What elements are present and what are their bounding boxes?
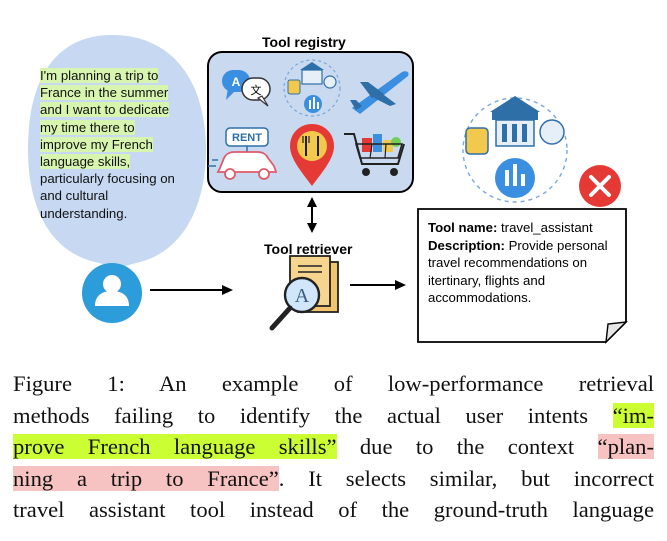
tool-name-label: Tool name:: [428, 220, 498, 235]
query-line: understanding.: [40, 205, 128, 221]
car-rental-icon: RENT: [208, 127, 278, 180]
caption-line: Figure 1: An example of low-performance …: [13, 371, 654, 396]
query-line: my time there to: [40, 119, 135, 135]
query-line: and I want to dedicate: [40, 102, 170, 118]
caption-line: prove French language skills” due to the…: [13, 431, 654, 463]
result-card-text: Tool name: travel_assistant Description:…: [428, 219, 618, 307]
description-value: Provide personal travel recommendations …: [428, 237, 608, 306]
restaurant-pin-icon: [290, 124, 334, 186]
caption-text: methods failing to identify the actual u…: [13, 402, 613, 428]
arrow-to-retriever: [150, 285, 233, 295]
svg-text:文: 文: [251, 83, 262, 97]
shopping-cart-icon: [344, 133, 405, 176]
description-label: Description:: [428, 237, 505, 253]
caption-line: methods failing to identify the actual u…: [13, 400, 654, 432]
tool-retriever-title: Tool retriever: [264, 241, 353, 257]
caption-highlight-green: “im-: [612, 402, 654, 428]
caption-line: ning a trip to France”. It selects simil…: [13, 463, 654, 495]
caption-highlight-pink: “plan-: [597, 434, 654, 460]
travel-assistant-large-icon: [462, 96, 568, 203]
caption-line: travel assistant tool instead of the gro…: [13, 497, 654, 523]
caption-highlight-green: prove French language skills”: [13, 434, 337, 460]
query-line: France in the summer: [40, 85, 169, 101]
document-search-icon: A: [269, 255, 339, 331]
query-line: improve my French: [40, 136, 153, 152]
caption-highlight-pink: ning a trip to France”: [13, 465, 279, 491]
tool-name-value: travel_assistant: [497, 220, 593, 235]
query-line: particularly focusing on: [40, 171, 175, 187]
svg-text:RENT: RENT: [232, 132, 262, 144]
result-card: [417, 208, 628, 344]
svg-text:A: A: [232, 75, 241, 89]
caption-text: . It selects similar, but incorrect: [278, 465, 655, 491]
translate-icon: A 文: [222, 70, 271, 107]
caption-text: due to the context: [336, 434, 598, 460]
double-arrow-icon: [307, 197, 317, 233]
user-avatar-icon: [82, 263, 142, 323]
query-line: I'm planning a trip to: [40, 68, 159, 83]
travel-assistant-small-icon: [283, 59, 341, 117]
tool-registry-title: Tool registry: [262, 34, 346, 50]
query-line: language skills,: [40, 154, 131, 170]
svg-text:A: A: [295, 285, 310, 307]
query-line: and cultural: [40, 188, 109, 204]
airplane-icon: [350, 71, 409, 114]
error-x-icon: [579, 165, 621, 207]
user-query-text: I'm planning a trip to France in the sum…: [40, 67, 185, 222]
figure-illustration: A 文 RENT: [28, 34, 628, 344]
arrow-to-result: [350, 280, 406, 290]
figure-caption: Figure 1: An example of low-performance …: [13, 368, 654, 526]
